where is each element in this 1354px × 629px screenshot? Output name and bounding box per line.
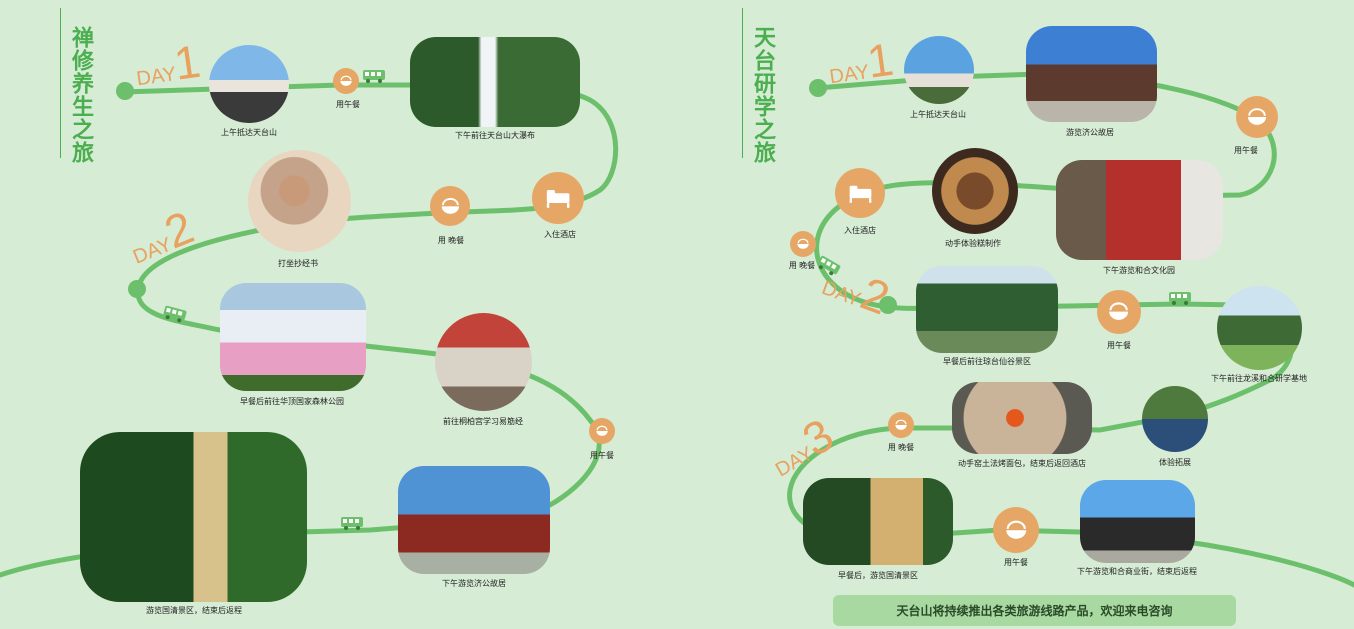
meal-bowl-icon xyxy=(430,186,470,226)
photo-forest-park xyxy=(220,283,366,391)
bus-icon xyxy=(340,515,364,530)
meal-bowl-icon xyxy=(1097,290,1141,334)
photo-arrival-statue xyxy=(904,36,974,104)
caption-hehe: 下午游览和合文化园 xyxy=(1103,266,1175,275)
day-word: DAY xyxy=(135,63,178,91)
title-rule xyxy=(742,8,743,158)
caption-guoqing: 早餐后，游览国清景区 xyxy=(838,571,918,580)
bus-icon xyxy=(162,303,189,323)
meal-bowl-icon xyxy=(888,412,914,438)
bed-icon xyxy=(835,168,885,218)
meal-bowl-icon xyxy=(333,68,359,94)
caption-hotel: 入住酒店 xyxy=(844,226,876,235)
caption-dinner: 用 晚餐 xyxy=(788,261,816,270)
meal-bowl-icon xyxy=(790,231,816,257)
photo-guoqing-temple-right xyxy=(803,478,953,565)
day-word: DAY xyxy=(828,61,871,89)
photo-tongbai-palace xyxy=(435,313,532,411)
photo-waterfall xyxy=(410,37,580,127)
day-1-label-left: DAY1 xyxy=(132,34,204,97)
caption-qiongtai: 早餐后前往琼台仙谷景区 xyxy=(943,357,1031,366)
photo-outdoor-training xyxy=(1142,386,1208,452)
bus-icon xyxy=(362,68,386,83)
meal-bowl-icon xyxy=(993,507,1039,553)
bed-icon xyxy=(532,172,584,224)
photo-qiongtai-valley xyxy=(916,266,1058,353)
photo-guoqing-temple-left xyxy=(80,432,307,602)
caption-arrive: 上午抵达天台山 xyxy=(910,110,966,119)
caption-lunch: 用午餐 xyxy=(590,451,614,460)
caption-jigong: 游览济公故居 xyxy=(1066,128,1114,137)
caption-lunch: 用午餐 xyxy=(336,100,360,109)
right-title: 天台研学之旅 xyxy=(750,26,776,164)
caption-dinner: 用 晚餐 xyxy=(437,236,465,245)
caption-lunch: 用午餐 xyxy=(1234,146,1258,155)
caption-hotel: 入住酒店 xyxy=(544,230,576,239)
photo-sutra-copying xyxy=(248,150,351,252)
meal-bowl-icon xyxy=(1236,96,1278,138)
day-1-label-right: DAY1 xyxy=(825,32,897,95)
caption-jigong: 下午游览济公故居 xyxy=(442,579,506,588)
meal-bowl-icon xyxy=(589,418,615,444)
photo-bread-oven xyxy=(952,382,1092,454)
bus-icon xyxy=(815,253,843,277)
bus-icon xyxy=(1168,290,1192,305)
caption-lunch: 用午餐 xyxy=(1004,558,1028,567)
caption-sutra: 打坐抄经书 xyxy=(278,259,318,268)
caption-longxi: 下午前往龙溪和合研学基地 xyxy=(1211,374,1307,383)
consult-banner: 天台山将持续推出各类旅游线路产品，欢迎来电咨询 xyxy=(833,595,1236,626)
left-title: 禅修养生之旅 xyxy=(68,26,94,164)
caption-lunch: 用午餐 xyxy=(1107,341,1131,350)
caption-tuozhan: 体验拓展 xyxy=(1159,458,1191,467)
caption-bread: 动手窑土法烤面包，结束后返回酒店 xyxy=(958,459,1086,468)
caption-waterfall: 下午前往天台山大瀑布 xyxy=(455,131,535,140)
caption-arrive: 上午抵达天台山 xyxy=(221,128,277,137)
photo-cake-making xyxy=(932,148,1018,234)
caption-yijinjing: 前往桐柏宫学习易筋经 xyxy=(443,417,523,426)
caption-cake: 动手体验糕制作 xyxy=(945,239,1001,248)
caption-guoqing: 游览国清景区，结束后返程 xyxy=(146,606,242,615)
photo-jigong-residence-right xyxy=(1026,26,1157,122)
caption-street: 下午游览和合商业街，结束后返程 xyxy=(1077,567,1197,576)
photo-hehe-culture-park xyxy=(1056,160,1223,260)
photo-longxi-base xyxy=(1217,286,1302,370)
photo-arrival-building xyxy=(209,45,289,123)
photo-hehe-street xyxy=(1080,480,1195,563)
caption-forest: 早餐后前往华顶国家森林公园 xyxy=(240,397,344,406)
photo-jigong-residence-left xyxy=(398,466,550,574)
caption-dinner: 用 晚餐 xyxy=(887,443,915,452)
title-rule xyxy=(60,8,61,158)
